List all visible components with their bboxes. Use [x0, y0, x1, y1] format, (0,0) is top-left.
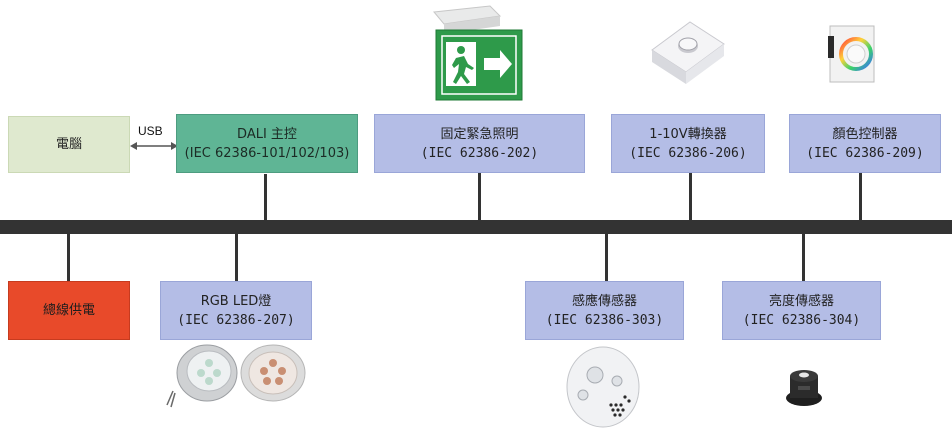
emergency-lighting-node: 固定緊急照明 (IEC 62386-202)	[374, 114, 585, 173]
occupancy-sensor-standard: (IEC 62386-303)	[545, 312, 664, 328]
color-controller-standard: (IEC 62386-209)	[806, 145, 924, 161]
light-sensor-title: 亮度傳感器	[768, 293, 834, 309]
stem-dali	[264, 174, 267, 222]
bus-power-node: 總線供電	[8, 281, 130, 340]
color-controller-node: 顏色控制器 (IEC 62386-209)	[789, 114, 941, 173]
stem-occupancy	[605, 232, 608, 282]
color-controller-title: 顏色控制器	[832, 126, 898, 142]
dali-bus-line	[0, 220, 952, 234]
converter-image	[651, 21, 725, 84]
emergency-lighting-title: 固定緊急照明	[440, 126, 519, 142]
stem-power	[67, 232, 70, 282]
pc-node: 電腦	[8, 116, 130, 173]
converter-node: 1-10V轉換器 (IEC 62386-206)	[611, 114, 765, 173]
occupancy-sensor-node: 感應傳感器 (IEC 62386-303)	[525, 281, 684, 340]
stem-rgb	[235, 232, 238, 282]
stem-converter	[689, 173, 692, 222]
stem-emergency	[478, 173, 481, 222]
bus-power-label: 總線供電	[42, 303, 95, 318]
converter-standard: (IEC 62386-206)	[629, 145, 747, 161]
light-sensor-node: 亮度傳感器 (IEC 62386-304)	[722, 281, 881, 340]
rgb-led-title: RGB LED燈	[200, 293, 272, 309]
color-controller-image	[828, 25, 875, 83]
stem-color	[859, 173, 862, 222]
dali-master-title: DALI 主控	[237, 126, 297, 142]
usb-double-arrow	[130, 142, 178, 150]
pc-label: 電腦	[55, 137, 82, 152]
dali-master-standard: (IEC 62386-101/102/103)	[184, 145, 350, 161]
usb-label: USB	[138, 124, 163, 138]
exit-sign-image	[433, 5, 523, 101]
stem-light	[802, 232, 805, 282]
rgb-led-lamp-image	[166, 344, 306, 408]
light-sensor-image	[786, 370, 822, 406]
dali-master-node: DALI 主控 (IEC 62386-101/102/103)	[176, 114, 358, 173]
rgb-led-standard: (IEC 62386-207)	[177, 312, 295, 328]
rgb-led-node: RGB LED燈 (IEC 62386-207)	[160, 281, 312, 340]
converter-title: 1-10V轉換器	[649, 126, 727, 142]
emergency-lighting-standard: (IEC 62386-202)	[420, 145, 539, 161]
occupancy-sensor-image	[566, 346, 640, 428]
occupancy-sensor-title: 感應傳感器	[571, 293, 637, 309]
light-sensor-standard: (IEC 62386-304)	[742, 312, 861, 328]
